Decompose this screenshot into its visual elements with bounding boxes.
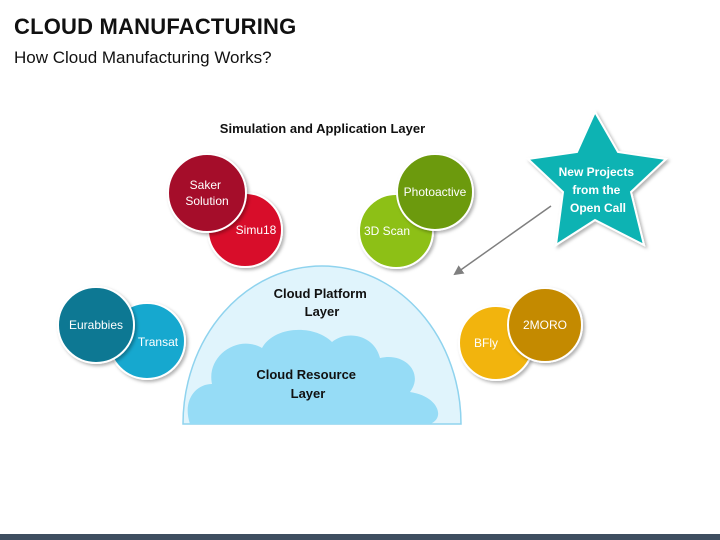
node-photoactive: Photoactive	[396, 153, 474, 231]
new-projects-callout-text: New Projects from the Open Call	[559, 165, 638, 215]
node-saker-solution: Saker Solution	[167, 153, 247, 233]
eurabbies-label: Eurabbies	[69, 318, 123, 332]
callout-line-3: Open Call	[570, 201, 626, 215]
cloud-platform-line-2: Layer	[305, 304, 340, 319]
2moro-label: 2MORO	[523, 318, 567, 332]
transat-label: Transat	[138, 335, 179, 349]
new-projects-star	[525, 109, 669, 248]
simulation-application-layer-label: Simulation and Application Layer	[219, 121, 426, 136]
cloud-resource-line-1: Cloud Resource	[256, 367, 356, 382]
page-title: CLOUD MANUFACTURING	[14, 14, 297, 39]
callout-line-1: New Projects	[559, 165, 635, 179]
callout-arrow	[453, 205, 552, 276]
node-2moro: 2MORO	[507, 287, 583, 363]
photoactive-label: Photoactive	[404, 185, 467, 199]
saker-line-1: Saker	[190, 178, 221, 192]
saker-solution-label: Saker Solution	[185, 178, 228, 208]
simu18-label: Simu18	[236, 223, 277, 237]
node-eurabbies: Eurabbies	[57, 286, 135, 364]
cloud-resource-line-2: Layer	[291, 386, 326, 401]
cloud-resource-cloud	[187, 329, 439, 424]
cloud-platform-layer-label: Cloud Platform Layer	[274, 286, 371, 319]
saker-line-2: Solution	[185, 194, 228, 208]
cloud-platform-line-1: Cloud Platform	[274, 286, 367, 301]
footer-bar	[0, 534, 720, 540]
page-subtitle: How Cloud Manufacturing Works?	[14, 48, 272, 67]
3d-scan-label: 3D Scan	[364, 224, 410, 238]
callout-line-2: from the	[572, 183, 620, 197]
bfly-label: BFly	[474, 336, 498, 350]
cloud-resource-layer-label: Cloud Resource Layer	[256, 367, 359, 401]
